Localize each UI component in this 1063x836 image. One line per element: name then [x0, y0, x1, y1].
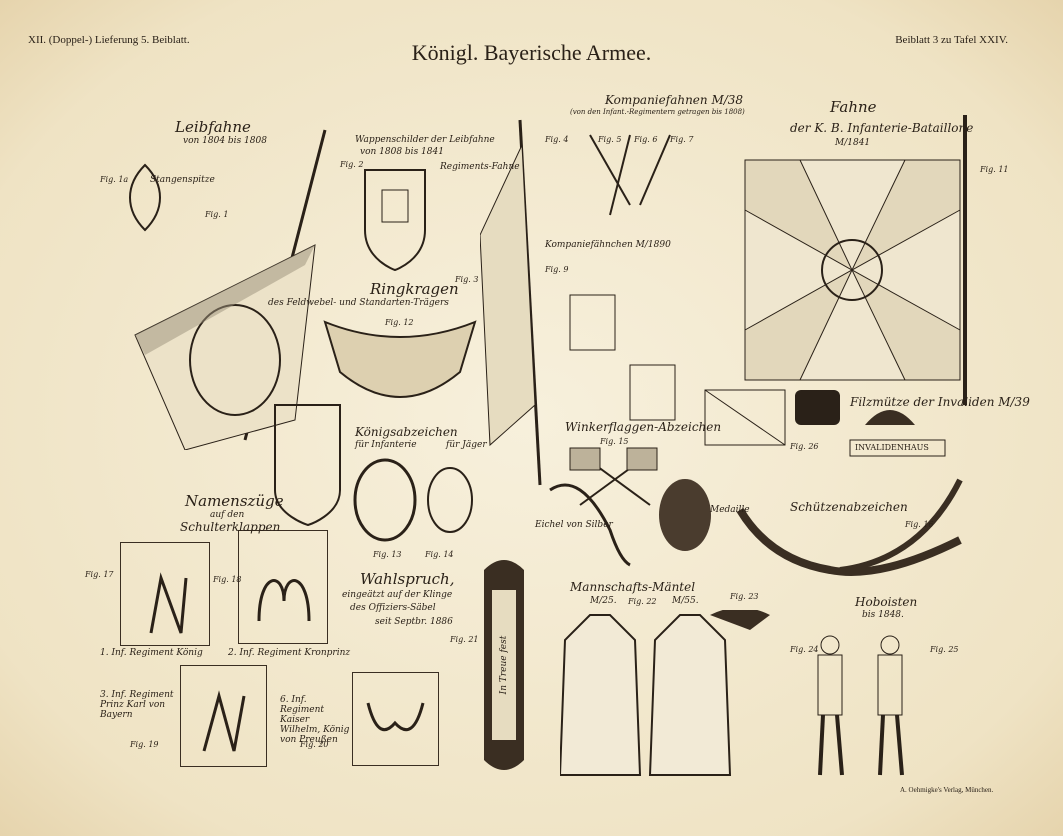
fig-label: Fig. 12 — [385, 318, 414, 327]
fig-label: Fig. 6 — [634, 135, 658, 144]
label-koenig-jaeger: für Jäger — [446, 440, 487, 450]
fig-label: Fig. 24 — [790, 645, 819, 654]
monogram-box-1 — [120, 542, 210, 646]
header-right: Beiblatt 3 zu Tafel XXIV. — [895, 34, 1008, 46]
fig-label: Fig. 16 — [905, 520, 934, 529]
fig-label: Fig. 22 — [628, 597, 657, 606]
label-koenig-inf: für Infanterie — [355, 440, 417, 450]
fig-label: Fig. 26 — [790, 442, 819, 451]
label-namenszuege: Namenszüge — [185, 492, 284, 510]
label-m2: M/55. — [672, 596, 699, 606]
label-wahlspruch-sub1: eingeätzt auf der Klinge — [342, 590, 453, 600]
fig-label: Fig. 20 — [300, 740, 329, 749]
label-maentel: Mannschafts-Mäntel — [570, 580, 696, 594]
label-schuetzen: Schützenabzeichen — [790, 500, 908, 514]
fig-label: Fig. 11 — [980, 165, 1009, 174]
fig-label: Fig. 5 — [598, 135, 622, 144]
monogram-box-3 — [180, 665, 267, 767]
label-ringkragen: Ringkragen — [370, 280, 459, 298]
fig-label: Fig. 17 — [85, 570, 114, 579]
fig-label: Fig. 21 — [450, 635, 479, 644]
schuetzen-drawing — [549, 478, 963, 576]
label-kompaniefahnen-sub: (von den Infant.-Regimentern getragen bi… — [570, 108, 745, 116]
fig-label: Fig. 23 — [730, 592, 759, 601]
label-regimentsfahne: Regiments-Fahne — [440, 162, 520, 172]
fahne-drawing — [744, 115, 967, 405]
label-reg2: 2. Inf. Regiment Kronprinz — [228, 648, 351, 658]
label-motto: In Treue fest — [499, 635, 509, 695]
fig-label: Fig. 7 — [670, 135, 694, 144]
label-m1: M/25. — [590, 596, 617, 606]
label-wahlspruch-sub2: des Offiziers-Säbel — [350, 603, 436, 613]
abzeichen-drawing — [274, 404, 473, 542]
hoboisten-drawing — [817, 635, 904, 776]
label-reg3: 3. Inf. Regiment Prinz Karl von Bayern — [100, 690, 174, 720]
label-fahne-sub: der K. B. Infanterie-Bataillone — [790, 121, 974, 135]
label-namenszuege-sub1: auf den — [210, 510, 245, 520]
label-eichel: Eichel von Silber — [535, 520, 613, 530]
page-title: Königl. Bayerische Armee. — [411, 40, 652, 65]
label-medaille: Medaille — [710, 505, 750, 515]
label-filzmuetze: Filzmütze der Invaliden M/39 — [850, 395, 1030, 409]
fig-label: Fig. 19 — [130, 740, 159, 749]
label-leibfahne-sub: von 1804 bis 1808 — [183, 136, 267, 146]
fig-label: Fig. 1a — [100, 175, 129, 184]
label-wahlspruch: Wahlspruch, — [360, 570, 455, 588]
fig-label: Fig. 9 — [545, 265, 569, 274]
label-ringkragen-sub: des Feldwebel- und Standarten-Trägers — [268, 298, 449, 308]
label-wappenschild: Wappenschilder der Leibfahne — [355, 135, 495, 145]
label-hoboisten: Hoboisten — [855, 595, 918, 609]
label-koenigsabzeichen: Königsabzeichen — [355, 425, 458, 439]
publisher: A. Oehmigke's Verlag, München. — [900, 786, 994, 794]
fig-label: Fig. 25 — [930, 645, 959, 654]
fig-label: Fig. 4 — [545, 135, 569, 144]
saebel-klinge-drawing — [484, 560, 524, 770]
fig-label: Fig. 1 — [205, 210, 229, 219]
monogram-box-2 — [238, 530, 328, 644]
stangenspitze-drawing — [129, 163, 161, 232]
fig-label: Fig. 3 — [455, 275, 479, 284]
label-leibfahne: Leibfahne — [175, 118, 251, 136]
leibfahne-drawing — [134, 129, 327, 450]
label-namenszuege-sub2: Schulterklappen — [180, 520, 281, 534]
kompaniefahnen-drawing — [480, 119, 676, 486]
label-wappenschild-sub: von 1808 bis 1841 — [360, 147, 444, 157]
label-stangenspitze: Stangenspitze — [150, 175, 215, 185]
fig-label: Fig. 14 — [425, 550, 454, 559]
fig-label: Fig. 18 — [213, 575, 242, 584]
label-reg1: 1. Inf. Regiment König — [100, 648, 203, 658]
ringkragen-drawing — [323, 320, 477, 398]
label-invalidenhaus-band: INVALIDENHAUS — [855, 443, 929, 452]
wappenschild-drawing — [364, 169, 426, 272]
label-fahne-m: M/1841 — [835, 138, 871, 148]
label-kompaniefahnen: Kompaniefahnen M/38 — [605, 93, 744, 107]
maentel-drawing — [560, 610, 770, 776]
label-hoboisten-sub: bis 1848. — [862, 610, 904, 620]
monogram-box-4 — [352, 672, 439, 766]
label-winkerflaggen: Winkerflaggen-Abzeichen — [565, 420, 722, 434]
filzmuetze-drawing — [704, 389, 946, 457]
label-kompaniefaehnchen: Kompaniefähnchen M/1890 — [545, 240, 671, 250]
label-fahne: Fahne — [830, 98, 877, 116]
winkerflaggen-drawing — [569, 447, 658, 506]
header-left: XII. (Doppel-) Lieferung 5. Beiblatt. — [28, 34, 190, 46]
label-reg6: 6. Inf. Regiment Kaiser Wilhelm, König v… — [280, 695, 350, 745]
fig-label: Fig. 13 — [373, 550, 402, 559]
fig-label: Fig. 2 — [340, 160, 364, 169]
fig-label: Fig. 15 — [600, 437, 629, 446]
label-wahlspruch-sub3: seit Septbr. 1886 — [375, 617, 453, 627]
